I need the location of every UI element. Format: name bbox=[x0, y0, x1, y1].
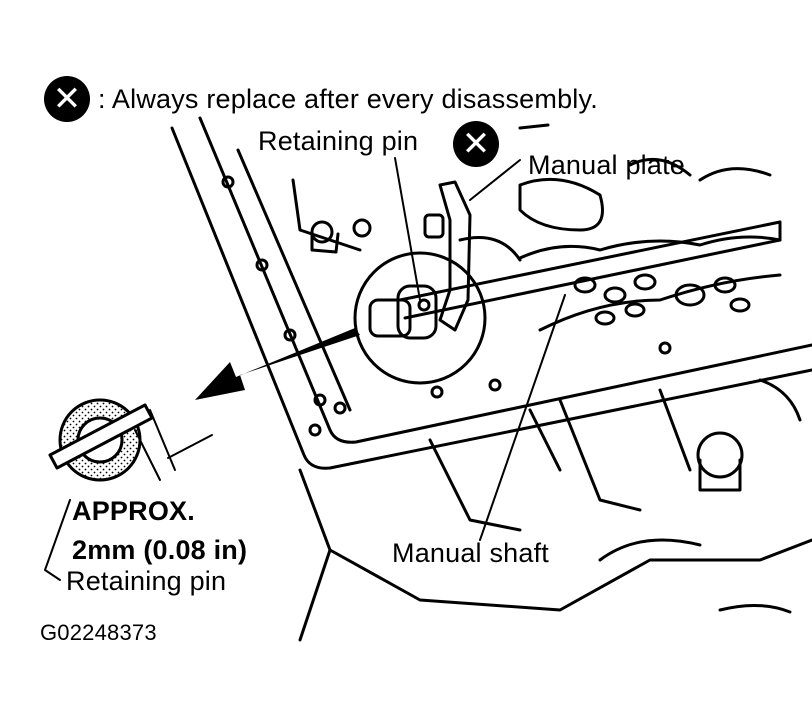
leader-manual-shaft bbox=[479, 294, 566, 541]
x-circle-icon: ✕ bbox=[44, 76, 90, 122]
leader-manual-plate bbox=[469, 159, 521, 201]
label-manual-plate: Manual plate bbox=[528, 150, 686, 180]
label-retaining-pin: Retaining pin bbox=[258, 126, 419, 156]
leader-detail-pin bbox=[44, 499, 71, 581]
label-detail-retaining-pin: Retaining pin bbox=[66, 566, 227, 596]
detail-arrow bbox=[195, 328, 360, 400]
pan-inner-outline bbox=[198, 116, 812, 444]
label-manual-shaft: Manual shaft bbox=[392, 538, 549, 568]
label-approx: APPROX. bbox=[72, 496, 195, 526]
retaining-pin-enlarged bbox=[48, 398, 154, 482]
x-circle-icon: ✕ bbox=[453, 121, 499, 167]
label-dimension: 2mm (0.08 in) bbox=[72, 535, 248, 565]
detail-circle bbox=[353, 251, 487, 385]
legend-text: : Always replace after every disassembly… bbox=[98, 84, 598, 114]
pan-outline bbox=[170, 126, 812, 470]
manual-shaft bbox=[398, 220, 782, 302]
manual-plate bbox=[438, 180, 472, 332]
figure-id: G02248373 bbox=[40, 620, 157, 645]
leader-retaining-pin bbox=[394, 157, 421, 301]
